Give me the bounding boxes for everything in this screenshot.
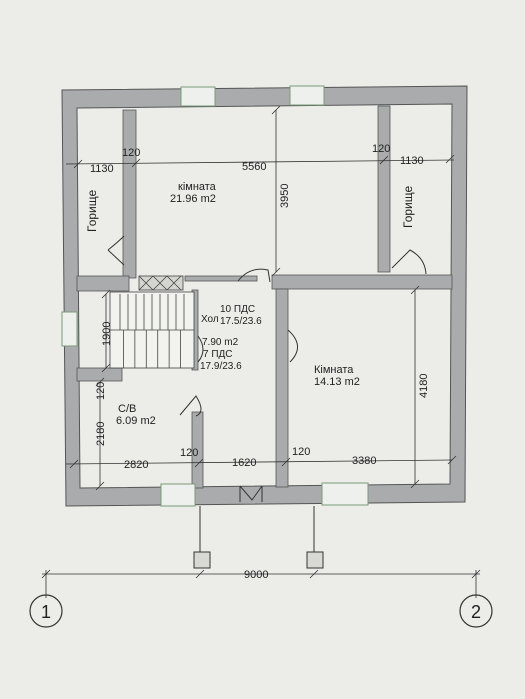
door-room-a [237,268,271,283]
axis-bubble-left [29,594,63,628]
window-bottom-left [160,483,196,507]
hall-name: Хол [201,314,219,325]
stair-hatch [138,275,184,291]
windows [61,85,369,507]
dimension-labels: 1130 120 5560 120 1130 3950 1900 120 218… [90,143,430,581]
dim-line-bottom [65,459,453,465]
axis-bubble-right [459,594,493,628]
door-entrance [239,485,263,502]
wall-room-a-bottom-right [271,274,453,290]
room-a-area: 21.96 m2 [170,193,216,205]
attic-left-label: Горище [85,190,99,232]
grid-axes: 1 2 [29,594,493,628]
stair-upper-steps: 10 ПДС [220,304,255,315]
room-b-name: Кімната [314,364,354,376]
room-labels: кімната 21.96 m2 Горище Горище 10 ПДС Хо… [85,181,415,427]
window-top-right [289,85,325,106]
dim-top-left-width: 1130 [90,163,114,175]
wall-room-a-bottom-left [76,275,130,292]
stair-upper-ratio: 17.5/23.6 [220,316,262,327]
staircase [109,275,195,369]
dim-line-top [65,159,455,165]
wall-attic-right [377,105,391,273]
dim-top-right-width: 1130 [400,155,424,167]
dim-ticks [41,105,481,579]
dim-top-left-wall: 120 [122,147,140,159]
wall-hall-room-b [275,288,289,488]
stair-treads-upper [119,294,185,330]
dimension-lines [41,105,481,598]
exterior-walls [61,85,468,507]
dim-top-middle: 5560 [242,161,266,173]
exterior-wall-ring [61,85,468,507]
dim-room-a-height: 3950 [279,184,291,208]
dim-bottom-middle: 1620 [232,457,256,469]
dim-bottom-right: 3380 [352,455,376,467]
dim-bottom-left: 2820 [124,459,148,471]
dim-room-b-height: 4180 [418,374,430,398]
hall-area: 7.90 m2 [202,337,239,348]
window-bottom-right [321,482,369,506]
door-attic-left [107,235,125,266]
door-attic-right [391,249,427,275]
room-a-name: кімната [178,181,217,193]
bathroom-name: С/В [118,403,136,415]
dim-bath-height: 2180 [95,422,107,446]
porch-column-left [193,551,211,569]
wall-room-a-bottom-mid [184,275,258,282]
door-bath [179,395,202,417]
dim-bottom-wall-1: 120 [180,447,198,459]
porch [193,506,324,569]
doors [107,235,427,502]
stair-lower-ratio: 17.9/23.6 [200,361,242,372]
wall-stair-divider [76,367,123,382]
window-left-wall [61,311,78,347]
room-b-area: 14.13 m2 [314,376,360,388]
wall-bath-right [191,411,204,489]
door-room-b [287,329,298,363]
dim-top-right-wall: 120 [372,143,390,155]
dim-stair-height: 1900 [101,322,113,346]
axis-label-left: 1 [41,602,51,622]
door-hall-stair [197,335,204,363]
porch-column-right [306,551,324,569]
window-top-left [180,86,216,107]
dim-bottom-wall-2: 120 [292,446,310,458]
wall-attic-left [122,109,137,279]
dim-overall: 9000 [244,569,268,581]
attic-right-label: Горище [401,186,415,228]
axis-label-right: 2 [471,602,481,622]
interior-walls [76,105,453,489]
stair-treads-lower [123,330,181,368]
bathroom-area: 6.09 m2 [116,415,156,427]
stair-lower-steps: 7 ПДС [203,349,233,360]
dim-bath-wall: 120 [95,382,107,400]
